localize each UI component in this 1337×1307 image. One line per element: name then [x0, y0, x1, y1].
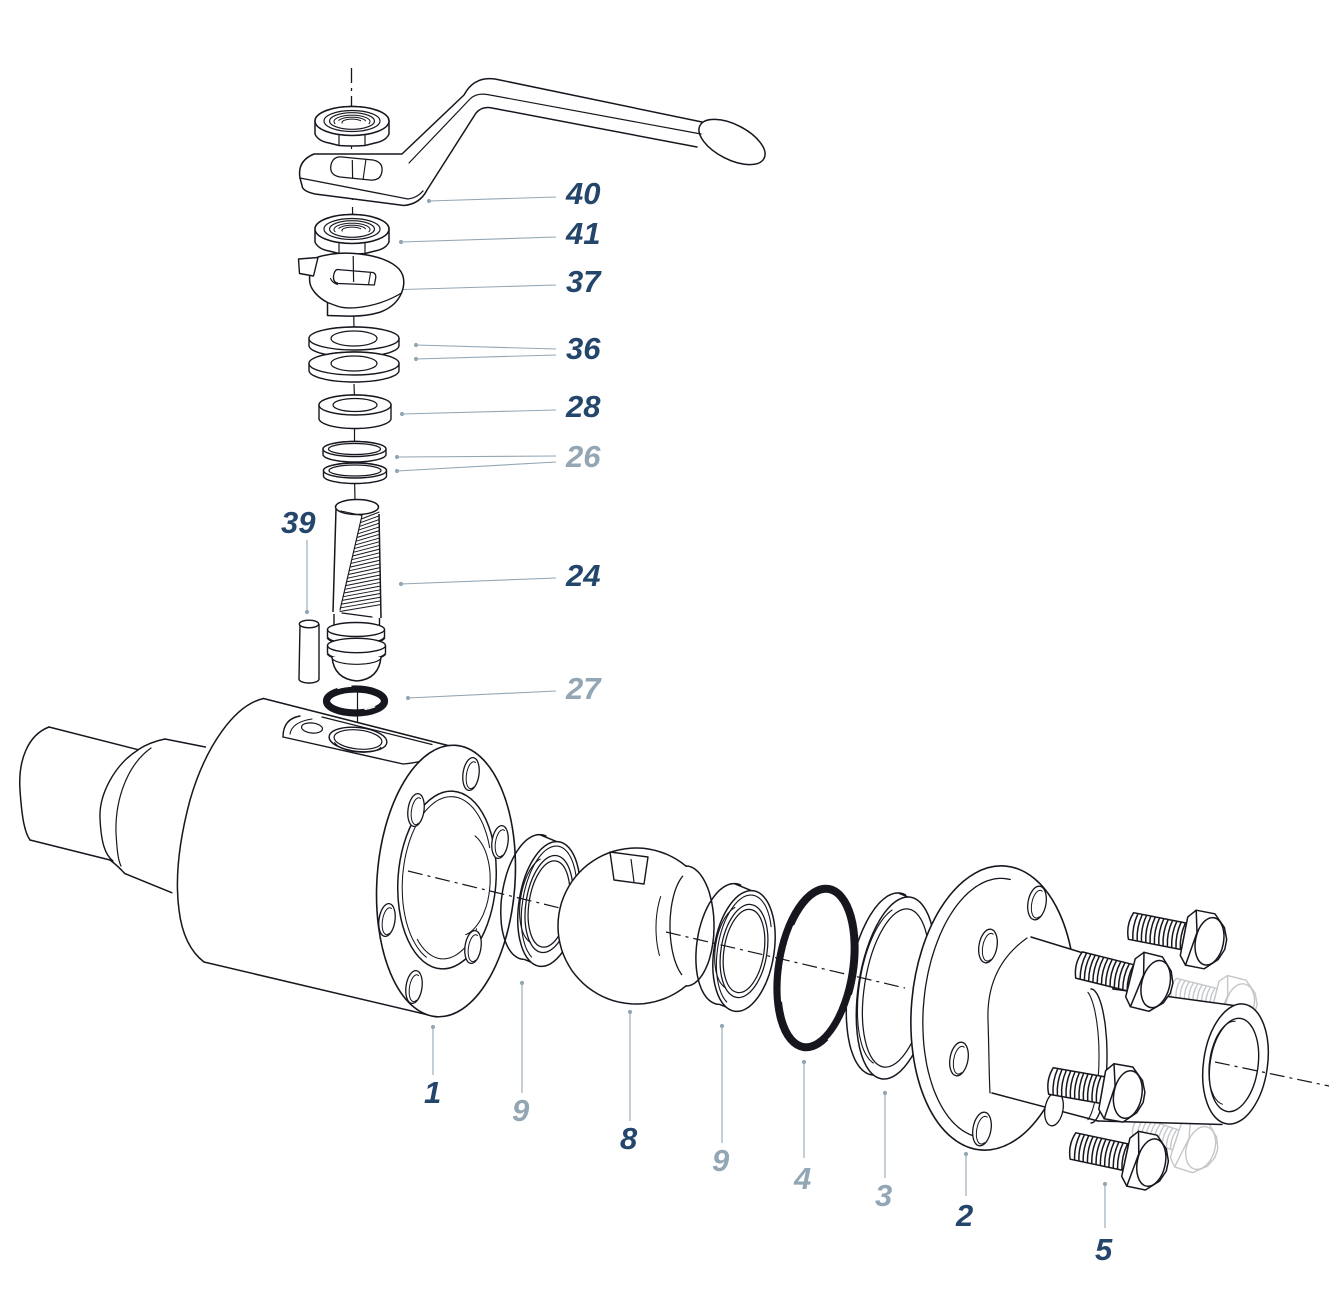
svg-text:9: 9 — [712, 1143, 730, 1178]
svg-text:5: 5 — [1095, 1232, 1113, 1267]
svg-text:40: 40 — [565, 176, 600, 211]
svg-text:26: 26 — [565, 439, 601, 474]
svg-text:24: 24 — [565, 558, 600, 593]
svg-text:41: 41 — [565, 216, 600, 251]
svg-text:2: 2 — [955, 1198, 973, 1233]
svg-text:4: 4 — [793, 1161, 811, 1196]
svg-text:37: 37 — [566, 264, 602, 299]
svg-text:1: 1 — [424, 1075, 441, 1110]
svg-text:8: 8 — [620, 1121, 638, 1156]
svg-text:9: 9 — [512, 1093, 530, 1128]
svg-text:3: 3 — [875, 1178, 892, 1213]
svg-text:36: 36 — [566, 331, 601, 366]
svg-text:28: 28 — [565, 389, 601, 424]
svg-text:27: 27 — [565, 671, 602, 706]
svg-text:39: 39 — [281, 505, 316, 540]
